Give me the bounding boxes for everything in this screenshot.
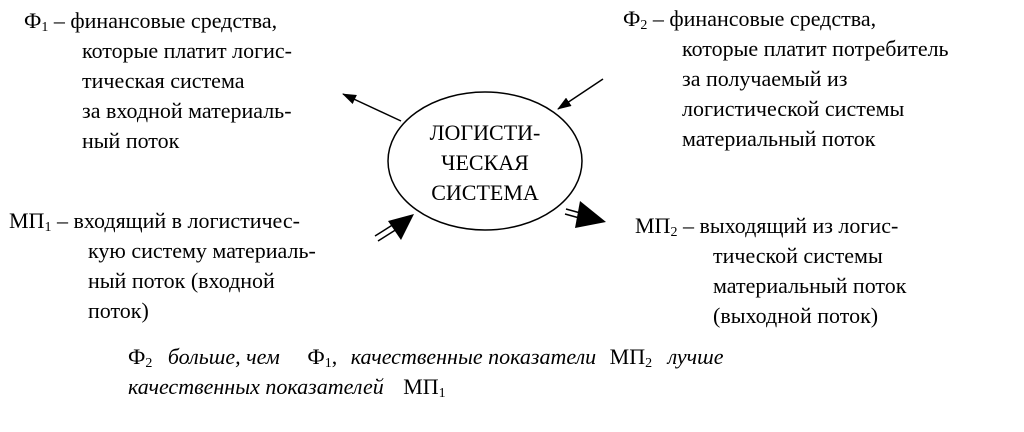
system-label-line: ЧЕСКАЯ — [441, 150, 529, 175]
mp1-first-text: – входящий в логистичес- — [51, 208, 300, 233]
f1-description: Ф1 – финансовые средства, которые платит… — [24, 6, 292, 156]
mp2-description: МП2 – выходящий из логис- тической систе… — [635, 211, 906, 331]
mp1-subscript: 1 — [44, 220, 52, 235]
mp1-line: поток) — [88, 298, 149, 323]
mp1-line: кую систему материаль- — [88, 238, 316, 263]
system-ellipse — [387, 91, 583, 231]
summary-mp1-symbol: МП — [403, 374, 439, 399]
summary-mp2-subscript: 2 — [645, 356, 653, 371]
f1-line: которые платит логис- — [82, 38, 292, 63]
f1-symbol: Ф — [24, 8, 42, 33]
f2-subscript: 2 — [640, 18, 648, 33]
f2-description: Ф2 – финансовые средства, которые платит… — [623, 4, 949, 154]
summary-text-quality-indicators: качественные показатели — [350, 344, 597, 369]
system-label-line: СИСТЕМА — [431, 180, 539, 205]
f2-line: за получаемый из — [682, 66, 848, 91]
f1-line: за входной материаль- — [82, 98, 292, 123]
summary-line-1: Ф2 больше, чем Ф1, качественные показате… — [128, 342, 724, 372]
mp2-line: тической системы — [713, 243, 883, 268]
summary-line-2: качественных показателей МП1 — [128, 372, 724, 402]
f2-line: которые платит потребитель — [682, 36, 949, 61]
summary-text-better: лучше — [667, 344, 724, 369]
mp1-symbol: МП — [9, 208, 45, 233]
summary-statement: Ф2 больше, чем Ф1, качественные показате… — [128, 342, 724, 402]
f2-line: логистической системы — [682, 96, 905, 121]
f1-subscript: 1 — [41, 20, 49, 35]
f2-arrow — [557, 78, 604, 110]
f2-line: материальный поток — [682, 126, 876, 151]
f1-first-text: – финансовые средства, — [48, 8, 278, 33]
summary-mp1-subscript: 1 — [438, 386, 446, 401]
f2-symbol: Ф — [623, 6, 641, 31]
mp2-first-text: – выходящий из логис- — [677, 213, 899, 238]
mp2-symbol: МП — [635, 213, 671, 238]
summary-f1-subscript: 1 — [324, 356, 332, 371]
mp2-line: материальный поток — [713, 273, 907, 298]
summary-f2-symbol: Ф — [128, 344, 146, 369]
mp2-arrow — [564, 201, 606, 228]
mp1-first-line: МП1 – входящий в логистичес- — [9, 206, 316, 236]
f1-line: ный поток — [82, 128, 180, 153]
mp2-line: (выходной поток) — [713, 303, 879, 328]
summary-text-more-than: больше, чем — [167, 344, 280, 369]
f1-first-line: Ф1 – финансовые средства, — [24, 6, 292, 36]
f2-first-text: – финансовые средства, — [647, 6, 877, 31]
summary-comma: , — [331, 344, 338, 369]
mp1-line: ный поток (входной — [88, 268, 275, 293]
system-label: ЛОГИСТИ- ЧЕСКАЯ СИСТЕМА — [388, 118, 582, 208]
mp1-description: МП1 – входящий в логистичес- кую систему… — [9, 206, 316, 326]
mp2-subscript: 2 — [670, 225, 678, 240]
f2-first-line: Ф2 – финансовые средства, — [623, 4, 949, 34]
mp2-first-line: МП2 – выходящий из логис- — [635, 211, 906, 241]
summary-f2-subscript: 2 — [145, 356, 153, 371]
f1-arrow — [342, 93, 402, 122]
mp1-arrow — [374, 214, 414, 242]
summary-f1-symbol: Ф — [307, 344, 325, 369]
summary-mp2-symbol: МП — [609, 344, 646, 369]
summary-text-of-indicators: качественных показателей — [128, 374, 384, 399]
f1-line: тическая система — [82, 68, 245, 93]
system-label-line: ЛОГИСТИ- — [429, 120, 541, 145]
